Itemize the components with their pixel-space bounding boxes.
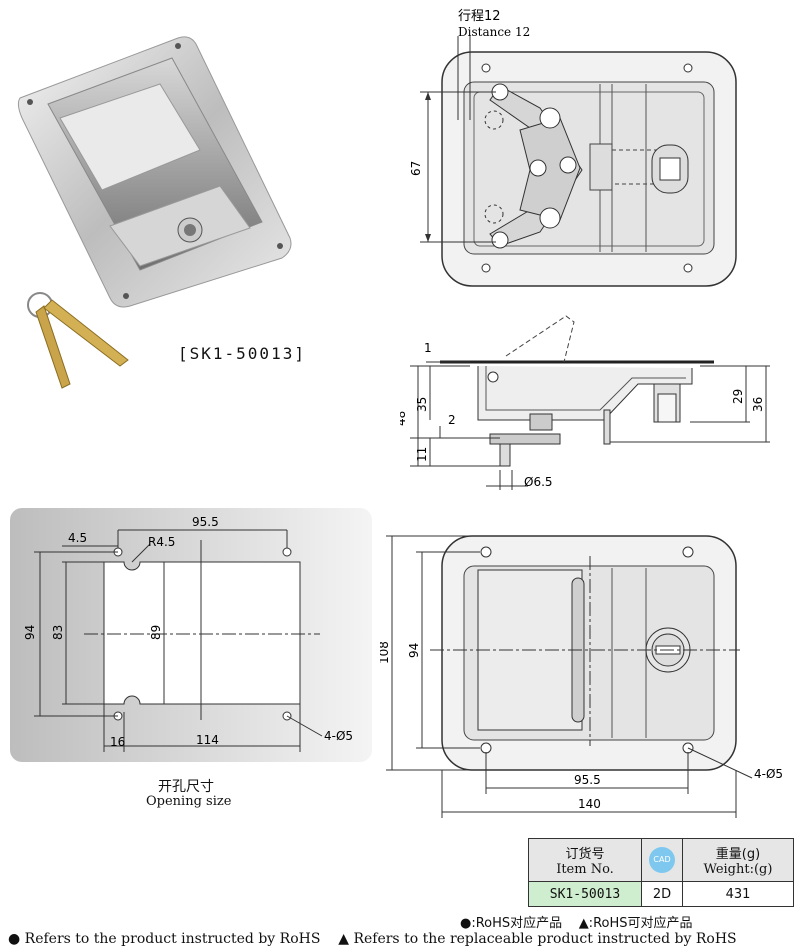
item-no-header-cn: 订货号 <box>565 847 605 862</box>
dim-83: 83 <box>51 625 65 640</box>
dim-holes-cut: 4-Ø5 <box>324 729 353 743</box>
item-no-header-en: Item No. <box>556 862 614 877</box>
legend-replaceable-cn: ▲:RoHS可对应产品 <box>578 916 693 931</box>
dim-16: 16 <box>110 735 125 749</box>
side-view-drawing: 1 35 48 2 11 29 36 Ø6.5 <box>400 315 770 490</box>
dim-4-5: 4.5 <box>68 531 87 545</box>
weight-value: 431 <box>682 881 794 907</box>
dim-holes-mount: 4-Ø5 <box>754 767 783 781</box>
legend-rohs-en: ● Refers to the product instructed by Ro… <box>8 931 321 947</box>
legend-en: ● Refers to the product instructed by Ro… <box>8 931 737 947</box>
dim-94-cut: 94 <box>23 625 37 640</box>
product-caption: [SK1-50013] <box>178 344 306 363</box>
dim-108: 108 <box>380 641 391 664</box>
dim-1: 1 <box>424 341 432 355</box>
weight-header-cn: 重量(g) <box>715 847 761 862</box>
cad-value: 2D <box>641 881 683 907</box>
spec-table: 订货号 Item No. CAD 重量(g) Weight:(g) SK1-50… <box>528 838 794 907</box>
weight-header-en: Weight:(g) <box>703 862 773 877</box>
product-photo <box>17 36 292 389</box>
cad-header: CAD <box>641 838 683 882</box>
weight-header: 重量(g) Weight:(g) <box>682 838 794 882</box>
item-no-header: 订货号 Item No. <box>528 838 642 882</box>
dim-36: 36 <box>751 397 765 412</box>
dim-11: 11 <box>415 447 429 462</box>
dim-29: 29 <box>731 389 745 404</box>
front-view-drawing: 行程12 Distance 12 67 <box>409 9 737 287</box>
legend-cn: ●:RoHS对应产品 ▲:RoHS可对应产品 <box>460 912 693 931</box>
stroke-label-en: Distance 12 <box>458 25 530 39</box>
opening-caption-en: Opening size <box>146 794 232 809</box>
stroke-label-cn: 行程12 <box>458 9 501 24</box>
dim-140: 140 <box>578 797 601 811</box>
dim-114: 114 <box>196 733 219 747</box>
dim-94-mount: 94 <box>407 643 421 658</box>
dim-95-5-cut: 95.5 <box>192 515 219 529</box>
dim-89: 89 <box>149 625 163 640</box>
opening-caption-cn: 开孔尺寸 <box>158 779 214 795</box>
cad-icon: CAD <box>649 847 675 873</box>
mount-view-drawing: 108 94 95.5 140 4-Ø5 <box>380 535 783 818</box>
legend-replaceable-en: ▲ Refers to the replaceable product inst… <box>338 931 737 947</box>
dim-r4-5: R4.5 <box>148 535 175 549</box>
dim-2: 2 <box>448 413 456 427</box>
dim-67: 67 <box>409 161 423 176</box>
item-no-value: SK1-50013 <box>528 881 642 907</box>
dim-48: 48 <box>400 411 408 426</box>
legend-rohs-cn: ●:RoHS对应产品 <box>460 916 563 931</box>
dim-95-5-mount: 95.5 <box>574 773 601 787</box>
dim-shaft: Ø6.5 <box>524 475 553 489</box>
cutout-diagram: 4.5 95.5 R4.5 94 83 89 16 114 4-Ø5 <box>10 508 372 762</box>
dim-35: 35 <box>415 397 429 412</box>
